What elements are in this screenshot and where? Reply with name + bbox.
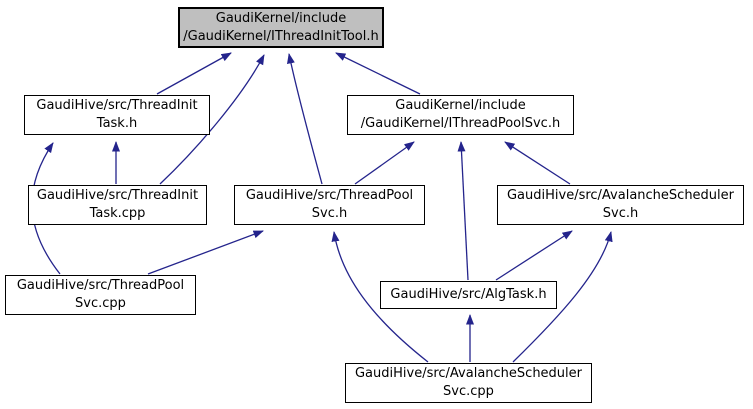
node-label-line: GaudiKernel/include [395,98,526,114]
node-label-line: GaudiKernel/include [215,10,347,26]
graph-node-ithreadpoolsvc-h[interactable]: GaudiKernel/include/GaudiKernel/IThreadP… [347,95,574,135]
node-label-line: /GaudiKernel/IThreadInitTool.h [183,28,379,44]
node-label-line: GaudiHive/src/AvalancheScheduler [506,188,735,204]
node-label-line: GaudiHive/src/ThreadInit [36,188,199,204]
node-label-line: GaudiHive/src/ThreadPool [245,188,414,204]
node-label-line: GaudiHive/src/AlgTask.h [390,287,547,303]
node-label-line: GaudiHive/src/AvalancheScheduler [354,366,583,382]
edge-avalancheschedulersvc-h-to-ithreadpoolsvc-h [504,141,571,185]
node-label-line: Svc.cpp [443,384,494,399]
edge-threadinittask-h-to-ithreadinittool-h [156,52,232,95]
node-label-line: Svc.h [602,206,639,221]
node-label-line: Task.cpp [89,206,146,221]
edge-ithreadpoolsvc-h-to-ithreadinittool-h [335,52,421,95]
edge-threadpoolsvc-h-to-ithreadpoolsvc-h [354,141,415,185]
edge-avalancheschedulersvc-cpp-to-threadpoolsvc-h [331,231,429,363]
node-label-line: Svc.h [311,206,348,221]
graph-node-ithreadinittool-h: GaudiKernel/include/GaudiKernel/IThreadI… [178,7,384,48]
node-label-line: Svc.cpp [75,296,126,311]
edge-threadpoolsvc-cpp-to-threadpoolsvc-h [147,230,264,275]
edge-algtask-h-to-avalancheschedulersvc-h [495,230,573,281]
edge-threadinittask-cpp-to-ithreadinittool-h [159,54,265,185]
node-label-line: Task.h [96,116,138,131]
node-label-line: /GaudiKernel/IThreadPoolSvc.h [360,116,561,131]
edge-threadpoolsvc-h-to-ithreadinittool-h [286,53,323,185]
edge-avalancheschedulersvc-cpp-to-avalancheschedulersvc-h [512,231,613,363]
graph-node-algtask-h[interactable]: GaudiHive/src/AlgTask.h [380,281,557,309]
edge-algtask-h-to-ithreadpoolsvc-h [457,141,469,281]
node-label-line: GaudiHive/src/ThreadInit [36,98,198,114]
node-label-line: GaudiHive/src/ThreadPool [16,278,185,294]
